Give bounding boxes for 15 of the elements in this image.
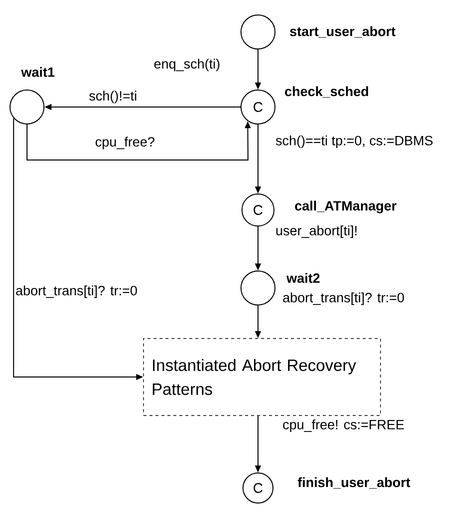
edge-label: user_abort[ti]! <box>274 224 359 240</box>
edge-label: abort_trans[ti]? tr:=0 <box>14 284 138 300</box>
edge-label: sch()!=ti <box>88 90 138 104</box>
pattern-box: Instantiated Abort Recovery Patterns <box>143 338 381 416</box>
edge-label: enq_sch(ti) <box>152 58 222 72</box>
edge-label: cpu_free! cs:=FREE <box>282 418 406 434</box>
state-name: call_ATManager <box>295 200 396 214</box>
edge-label: sch()==ti tp:=0, cs:=DBMS <box>274 134 434 150</box>
state-name: check_sched <box>285 86 368 98</box>
state-name: wait1 <box>21 67 54 77</box>
edge-label: abort_trans[ti]? tr:=0 <box>282 292 406 306</box>
state-name: start_user_abort <box>290 26 396 38</box>
state-name: finish_user_abort <box>298 477 410 489</box>
edge-label: cpu_free? <box>94 136 156 150</box>
state-name: wait2 <box>286 273 320 283</box>
